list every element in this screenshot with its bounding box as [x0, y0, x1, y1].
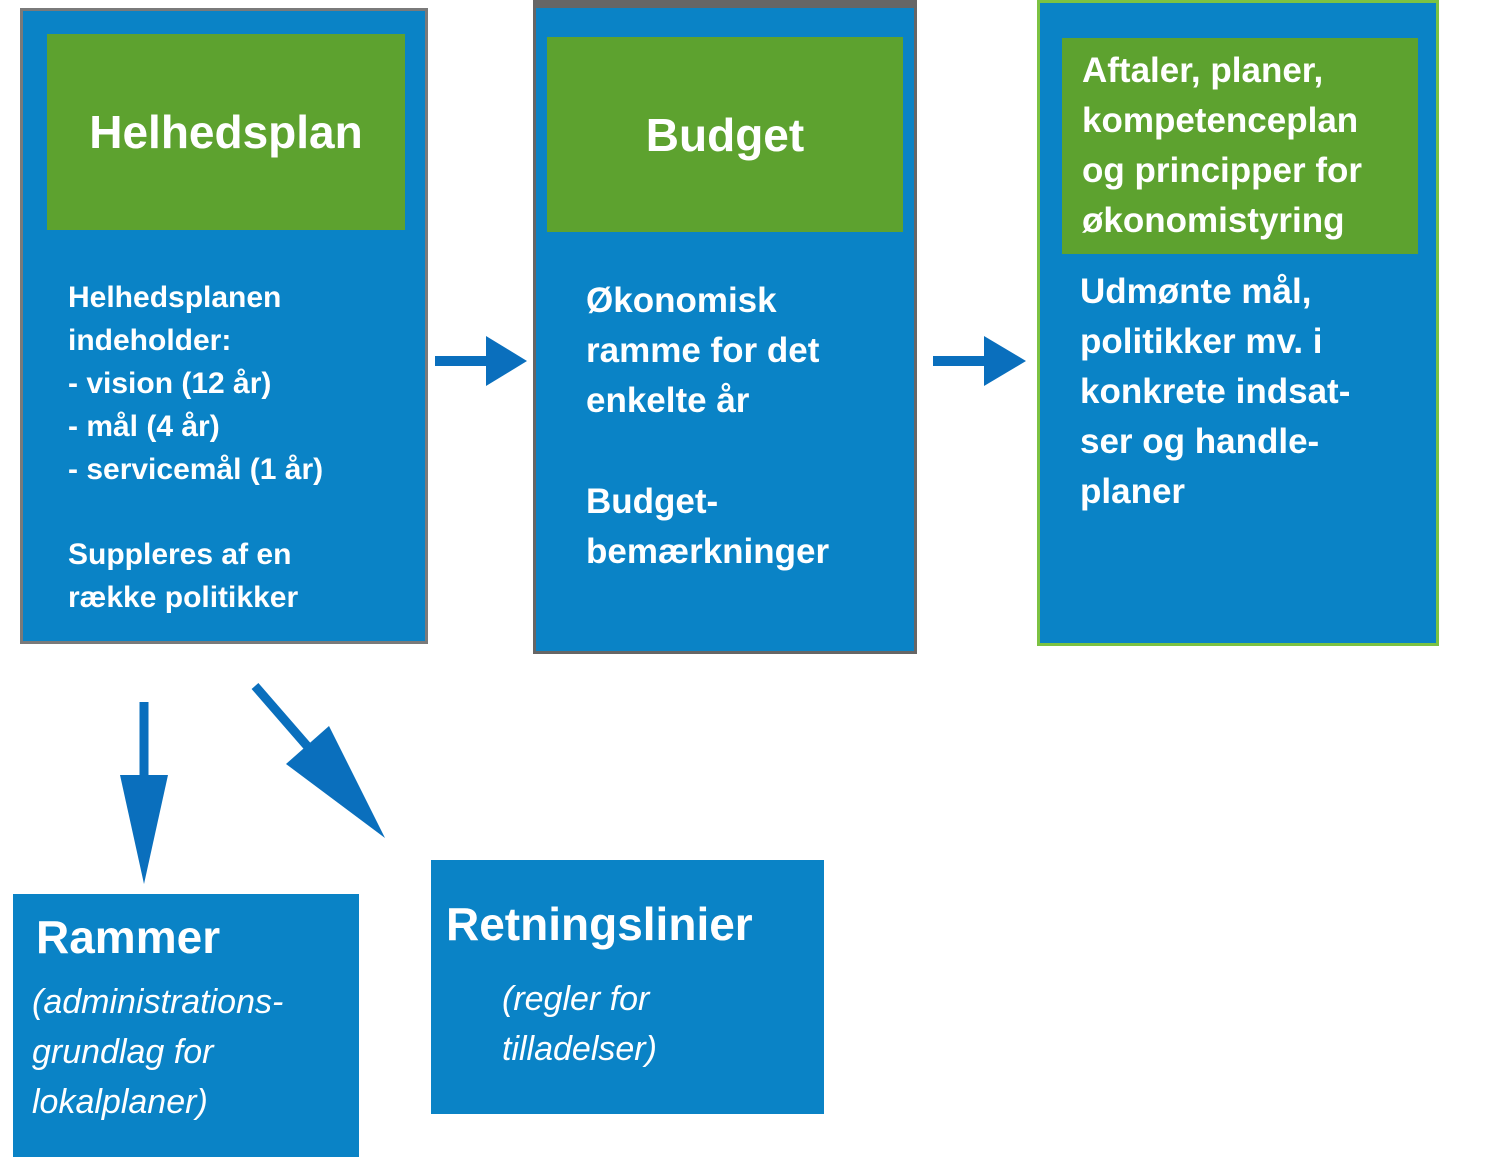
budget-text: Økonomisk ramme for det enkelte år — [586, 281, 820, 420]
aftaler-text: Udmønte mål, politikker mv. i konkrete i… — [1080, 272, 1351, 511]
budget-text2: Budget- bemærkninger — [586, 482, 830, 571]
arrow-down-icon — [120, 702, 168, 884]
rammer-note: (administrations- grundlag for lokalplan… — [32, 983, 284, 1121]
retningslinier-note: (regler for tilladelser) — [502, 980, 657, 1068]
arrow-right-icon — [933, 336, 1026, 386]
rammer-title: Rammer — [36, 911, 221, 963]
retningslinier-box — [431, 860, 824, 1114]
budget-header: Budget — [547, 37, 903, 232]
helhedsplan-header: Helhedsplan — [47, 34, 405, 230]
helhedsplan-title: Helhedsplan — [89, 106, 363, 158]
aftaler-title: Aftaler, planer, kompetenceplan og princ… — [1082, 51, 1362, 240]
helhedsplan-text2: Suppleres af en række politikker — [68, 538, 299, 614]
rammer-box — [13, 894, 359, 1157]
budget-title: Budget — [645, 108, 805, 161]
arrow-right-icon — [435, 336, 527, 386]
aftaler-header: Aftaler, planer, kompetenceplan og princ… — [1062, 38, 1418, 254]
arrow-diagonal-icon — [251, 683, 385, 838]
helhedsplan-text: Helhedsplanen indeholder: - vision (12 å… — [68, 281, 324, 486]
retningslinier-title: Retningslinier — [446, 898, 753, 950]
